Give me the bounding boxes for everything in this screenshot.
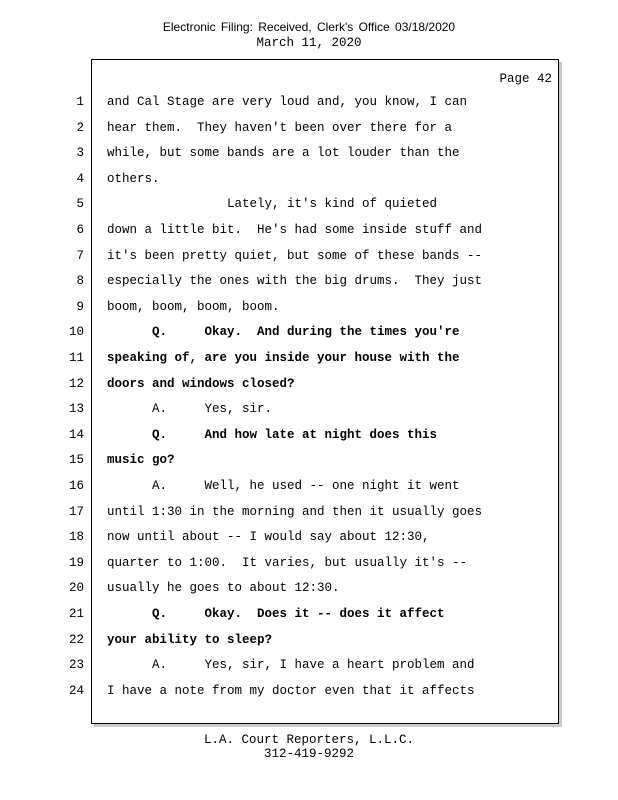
line-number: 11 (68, 351, 84, 365)
transcript-line: and Cal Stage are very loud and, you kno… (107, 95, 468, 109)
transcript-line: boom, boom, boom, boom. (107, 300, 280, 314)
transcript-line: I have a note from my doctor even that i… (107, 684, 475, 698)
filing-stamp: Electronic Filing: Received, Clerk's Off… (162, 20, 456, 34)
transcript-line: speaking of, are you inside your house w… (107, 351, 460, 365)
line-number: 21 (68, 607, 84, 621)
transcript-line: A. Yes, sir, I have a heart problem and (107, 658, 475, 672)
line-number: 17 (68, 505, 84, 519)
transcript-line: doors and windows closed? (107, 377, 295, 391)
transcript-line: music go? (107, 453, 175, 467)
transcript-line: others. (107, 172, 160, 186)
transcript-line: while, but some bands are a lot louder t… (107, 146, 460, 160)
transcript-line: your ability to sleep? (107, 633, 273, 647)
reporter-phone: 312-419-9292 (263, 747, 354, 761)
transcript-line: it's been pretty quiet, but some of thes… (107, 249, 483, 263)
line-number: 15 (68, 453, 84, 467)
line-number: 22 (68, 633, 84, 647)
transcript-line: A. Well, he used -- one night it went (107, 479, 460, 493)
line-number: 16 (68, 479, 84, 493)
line-number: 6 (76, 223, 84, 237)
line-number: 9 (76, 300, 84, 314)
line-number: 20 (68, 581, 84, 595)
line-number: 12 (68, 377, 84, 391)
line-number: 10 (68, 325, 84, 339)
line-number: 7 (76, 249, 84, 263)
line-number: 4 (76, 172, 84, 186)
line-number: 3 (76, 146, 84, 160)
line-number: 18 (68, 530, 84, 544)
transcript-line: now until about -- I would say about 12:… (107, 530, 430, 544)
line-number: 23 (68, 658, 84, 672)
transcript-line: A. Yes, sir. (107, 402, 273, 416)
line-number: 1 (76, 95, 84, 109)
line-number: 14 (68, 428, 84, 442)
page-number: Page 42 (499, 72, 552, 86)
reporter-firm: L.A. Court Reporters, L.L.C. (203, 733, 415, 747)
line-number: 5 (76, 197, 84, 211)
transcript-line: until 1:30 in the morning and then it us… (107, 505, 483, 519)
transcript-page: Page 42 (91, 59, 559, 724)
transcript-line: Lately, it's kind of quieted (107, 197, 438, 211)
line-number: 8 (76, 274, 84, 288)
transcript-date: March 11, 2020 (256, 36, 362, 50)
line-number: 2 (76, 121, 84, 135)
transcript-line: usually he goes to about 12:30. (107, 581, 340, 595)
line-number: 13 (68, 402, 84, 416)
transcript-line: down a little bit. He's had some inside … (107, 223, 483, 237)
transcript-line: Q. And how late at night does this (107, 428, 438, 442)
line-number: 19 (68, 556, 84, 570)
transcript-line: quarter to 1:00. It varies, but usually … (107, 556, 468, 570)
transcript-line: especially the ones with the big drums. … (107, 274, 483, 288)
transcript-line: Q. Okay. And during the times you're (107, 325, 460, 339)
line-number: 24 (68, 684, 84, 698)
transcript-line: Q. Okay. Does it -- does it affect (107, 607, 445, 621)
transcript-line: hear them. They haven't been over there … (107, 121, 453, 135)
